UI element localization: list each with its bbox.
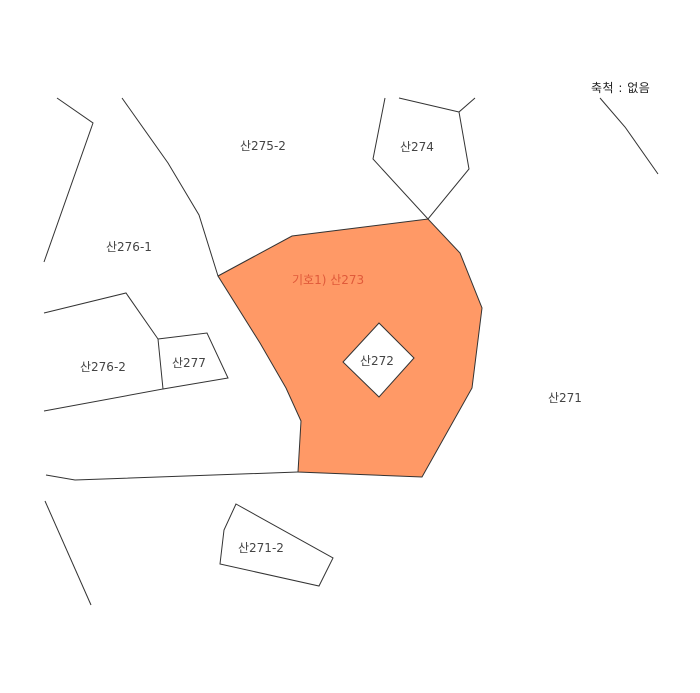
parcel-274-shape	[372, 97, 476, 220]
subject-parcel-label: 기호1) 산273	[292, 273, 364, 287]
parcel-boundary	[43, 292, 164, 412]
parcel-label-271-2: 산271-2	[238, 541, 284, 555]
parcel-boundary	[599, 97, 659, 175]
parcel-boundary	[43, 97, 94, 263]
parcel-boundary	[45, 471, 299, 481]
parcel-label-272: 산272	[360, 354, 394, 368]
parcel-271-2-shape	[219, 503, 334, 587]
parcel-label-271: 산271	[548, 391, 582, 405]
parcel-boundary	[121, 97, 219, 277]
subject-parcel-shape[interactable]	[217, 218, 483, 478]
parcel-label-276-1: 산276-1	[106, 240, 152, 254]
parcel-272-shape[interactable]	[342, 322, 415, 398]
scale-note: 축척 : 없음	[591, 81, 651, 95]
parcel-label-276-2: 산276-2	[80, 360, 126, 374]
parcel-label-277: 산277	[172, 356, 206, 370]
parcel-277-shape	[157, 332, 229, 390]
parcel-label-275-2: 산275-2	[240, 139, 286, 153]
parcel-label-274: 산274	[400, 140, 434, 154]
